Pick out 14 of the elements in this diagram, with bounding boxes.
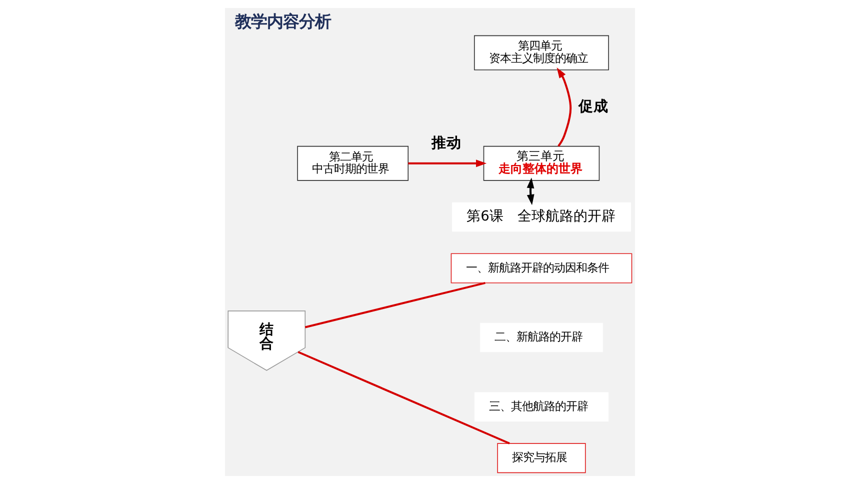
node-box: 第6课 全球航路的开辟 (452, 202, 631, 232)
diagram-title: 教学内容分析 (234, 12, 331, 31)
node-box: 探究与拓展 (497, 443, 586, 474)
connector (304, 282, 486, 328)
arrow (556, 67, 572, 147)
arrow (526, 178, 534, 206)
connector (298, 351, 510, 444)
node-box: 第二单元 中古时期的世界 (297, 146, 409, 181)
node-box: 一、新航路开辟的动因和条件 (450, 253, 632, 284)
edge-label: 促成 (578, 98, 608, 115)
edge-label: 推动 (431, 134, 462, 152)
node-box: 第四单元 资本主义制度的确立 (474, 35, 609, 70)
arrow (408, 160, 487, 168)
node-box: 第三单元 走向整体的世界 (483, 146, 600, 181)
